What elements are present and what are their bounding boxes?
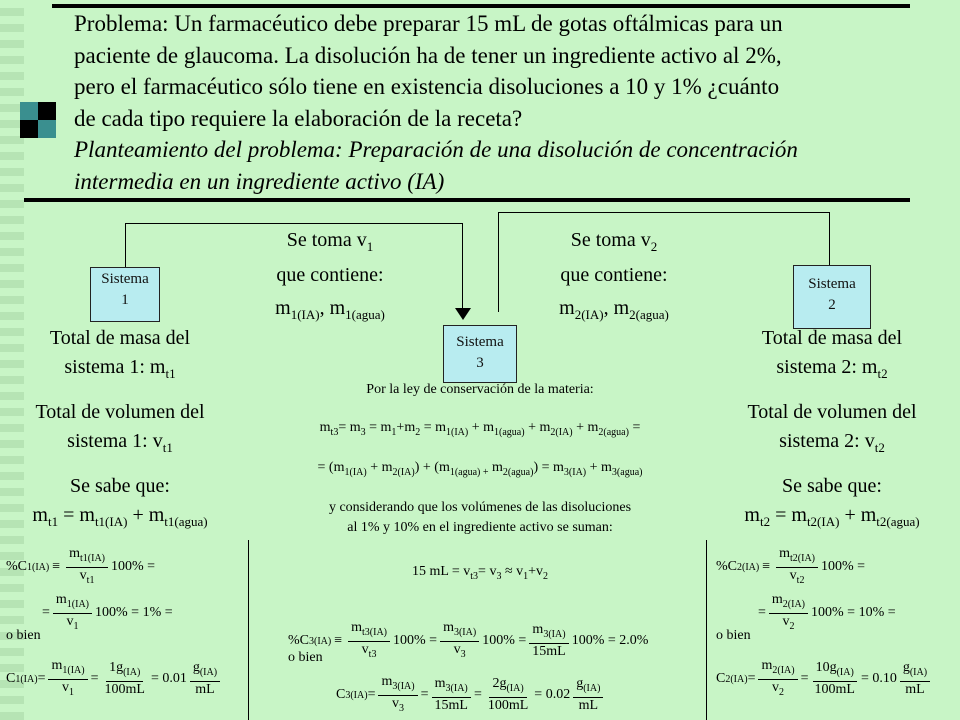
box-label: Sistema xyxy=(808,276,856,292)
center-obien: o bien xyxy=(288,650,323,666)
problem-line: de cada tipo requiere la elaboración de … xyxy=(74,105,523,131)
decorative-square-teal xyxy=(38,120,56,138)
known-label: Se sabe que: xyxy=(70,475,170,497)
take-text: Se toma v xyxy=(286,229,367,251)
sistema-3-box: Sistema 3 xyxy=(443,325,517,383)
contains-text: que contiene: xyxy=(560,264,668,286)
conservation-law: Por la ley de conservación de la materia… xyxy=(366,382,594,397)
transfer-right-label: Se toma v2 que contiene: m2(IA), m2(agua… xyxy=(514,226,714,329)
take-text: Se toma v xyxy=(570,229,651,251)
decorative-square-black xyxy=(20,120,38,138)
mass-total-label: sistema 2: m xyxy=(776,356,878,378)
volume-note-line: al 1% y 10% en el ingrediente activo se … xyxy=(347,520,613,535)
decorative-square-black xyxy=(38,102,56,120)
mass-total-label: sistema 1: m xyxy=(64,356,166,378)
box-number: 1 xyxy=(121,292,129,308)
volume-total-label: Total de volumen del xyxy=(747,401,917,423)
box-label: Sistema xyxy=(456,334,504,350)
volume-total-label: sistema 2: v xyxy=(779,430,875,452)
known-label: Se sabe que: xyxy=(782,475,882,497)
mass-balance-equation-2: = (m1(IA) + m2(IA)) + (m1(agua) + m2(agu… xyxy=(317,460,643,478)
problem-line: Problema: Un farmacéutico debe preparar … xyxy=(74,11,783,36)
volume-note: y considerando que los volúmenes de las … xyxy=(250,498,710,538)
obien-text: o bien xyxy=(6,628,41,643)
volume-note-line: y considerando que los volúmenes de las … xyxy=(328,500,632,515)
contains-text: que contiene: xyxy=(276,264,384,286)
sistema-1-box: Sistema 1 xyxy=(90,267,160,322)
left-obien: o bien xyxy=(6,628,41,644)
problem-line: paciente de glaucoma. La disolución ha d… xyxy=(74,42,782,68)
mass-balance-equation-1: mt3= m3 = m1+m2 = m1(IA) + m1(agua) + m2… xyxy=(319,420,641,438)
connector-line xyxy=(498,212,830,213)
mass-text: m2(IA), m2(agua) xyxy=(559,297,669,322)
mass-total-label: Total de masa del xyxy=(761,327,903,349)
mass-equation: mt2 = mt2(IA) + mt2(agua) xyxy=(744,504,920,529)
box-label: Sistema xyxy=(101,271,149,287)
transfer-left-label: Se toma v1 que contiene: m1(IA), m1(agua… xyxy=(230,226,430,329)
problem-statement: Problema: Un farmacéutico debe preparar … xyxy=(74,8,936,197)
box-number: 3 xyxy=(476,355,484,371)
sistema-2-box: Sistema 2 xyxy=(793,265,871,329)
right-obien: o bien xyxy=(716,628,751,644)
connector-line xyxy=(829,212,830,265)
mass-equation: mt1 = mt1(IA) + mt1(agua) xyxy=(32,504,208,529)
decorative-square-teal xyxy=(20,102,38,120)
volume-total-label: Total de volumen del xyxy=(35,401,205,423)
connector-line xyxy=(498,212,499,312)
plan-line: intermedia en un ingrediente activo (IA) xyxy=(74,168,445,194)
column-separator xyxy=(706,540,707,720)
arrow-down-icon xyxy=(455,308,471,320)
obien-text: o bien xyxy=(288,650,323,665)
volume-total-label: sistema 1: v xyxy=(67,430,163,452)
right-column: Total de masa del sistema 2: mt2 Total d… xyxy=(716,324,948,536)
take-subscript: 1 xyxy=(366,239,374,254)
mass-total-label: Total de masa del xyxy=(49,327,191,349)
problem-line: pero el farmacéutico sólo tiene en exist… xyxy=(74,74,780,99)
plan-line: Planteamiento del problema: Preparación … xyxy=(74,137,798,162)
connector-line xyxy=(125,223,463,224)
column-separator xyxy=(248,540,249,720)
box-number: 2 xyxy=(828,297,836,313)
connector-line xyxy=(462,223,463,311)
obien-text: o bien xyxy=(716,628,751,643)
volume-equation: 15 mL = vt3= v3 ≈ v1+v2 xyxy=(411,564,549,582)
connector-line xyxy=(125,223,126,268)
top-rule xyxy=(52,4,910,8)
left-column: Total de masa del sistema 1: mt1 Total d… xyxy=(4,324,236,536)
take-subscript: 2 xyxy=(650,239,658,254)
mass-text: m1(IA), m1(agua) xyxy=(275,297,385,322)
title-rule xyxy=(24,198,910,202)
